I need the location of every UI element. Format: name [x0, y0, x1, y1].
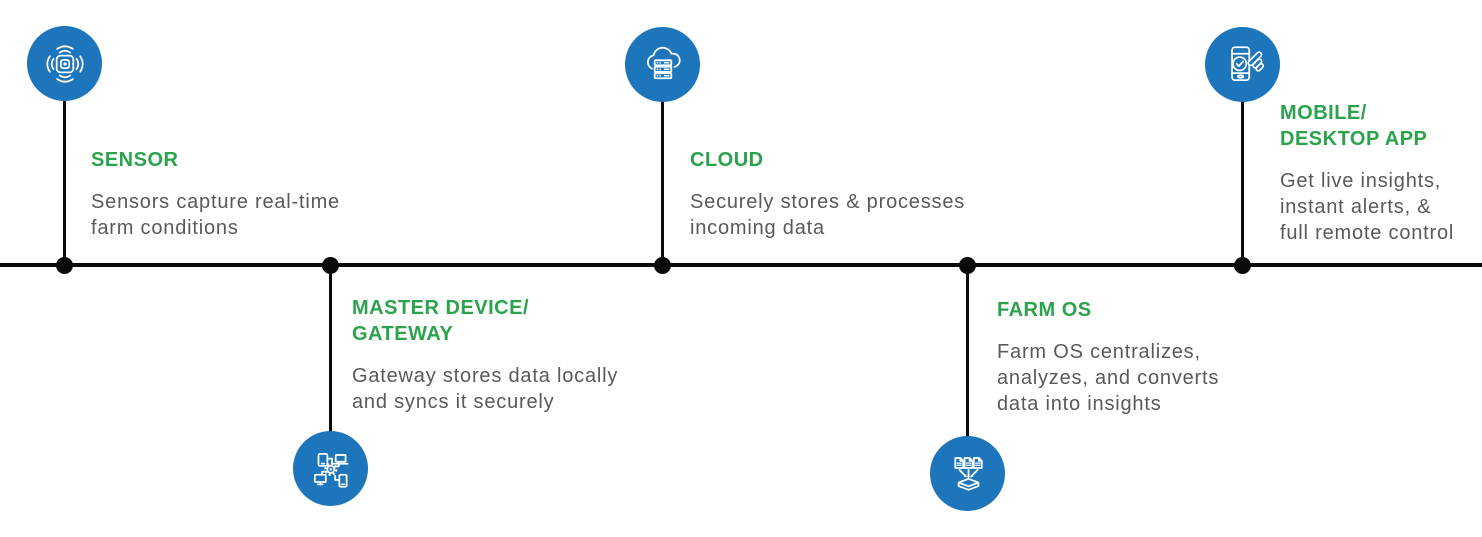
cloud-text-block: CLOUD Securely stores & processes incomi…: [690, 147, 965, 241]
timeline-line: [0, 263, 1482, 267]
sensor-signal-waves-icon: [45, 44, 84, 83]
cloud-description: Securely stores & processes incoming dat…: [690, 191, 966, 239]
farm-os-connector-line: [966, 265, 969, 438]
cloud-title: CLOUD: [690, 149, 764, 171]
sensor-description: Sensors capture real-time farm condition…: [91, 191, 340, 239]
farm-os-title: FARM OS: [997, 299, 1092, 321]
cloud-connector-line: [661, 99, 664, 265]
documents-aggregation-icon: [953, 456, 983, 491]
sensor-text-block: SENSOR Sensors capture real-time farm co…: [91, 147, 340, 241]
app-connector-line: [1241, 100, 1244, 265]
app-node-circle: [1205, 27, 1280, 102]
mobile-tap-check-icon: [1230, 45, 1264, 81]
farm-os-node-circle: [930, 436, 1005, 511]
cloud-timeline-dot: [654, 257, 671, 274]
sensor-title: SENSOR: [91, 149, 179, 171]
app-timeline-dot: [1234, 257, 1251, 274]
cloud-server-icon: [646, 46, 681, 79]
gateway-connector-line: [329, 265, 332, 433]
gateway-title: MASTER DEVICE/ GATEWAY: [352, 297, 530, 345]
farm-os-timeline-dot: [959, 257, 976, 274]
farm-os-text-block: FARM OS Farm OS centralizes, analyzes, a…: [997, 297, 1219, 417]
app-title: MOBILE/ DESKTOP APP: [1280, 102, 1428, 150]
sensor-timeline-dot: [56, 257, 73, 274]
gateway-timeline-dot: [322, 257, 339, 274]
app-text-block: MOBILE/ DESKTOP APP Get live insights, i…: [1280, 100, 1454, 246]
farm-os-description: Farm OS centralizes, analyzes, and conve…: [997, 341, 1220, 415]
app-description: Get live insights, instant alerts, & ful…: [1280, 170, 1455, 244]
sensor-connector-line: [63, 98, 66, 265]
gateway-description: Gateway stores data locally and syncs it…: [352, 365, 619, 413]
sensor-node-circle: [27, 26, 102, 101]
device-network-gear-icon: [313, 452, 349, 488]
gateway-node-circle: [293, 431, 368, 506]
cloud-node-circle: [625, 27, 700, 102]
gateway-text-block: MASTER DEVICE/ GATEWAY Gateway stores da…: [352, 295, 618, 415]
